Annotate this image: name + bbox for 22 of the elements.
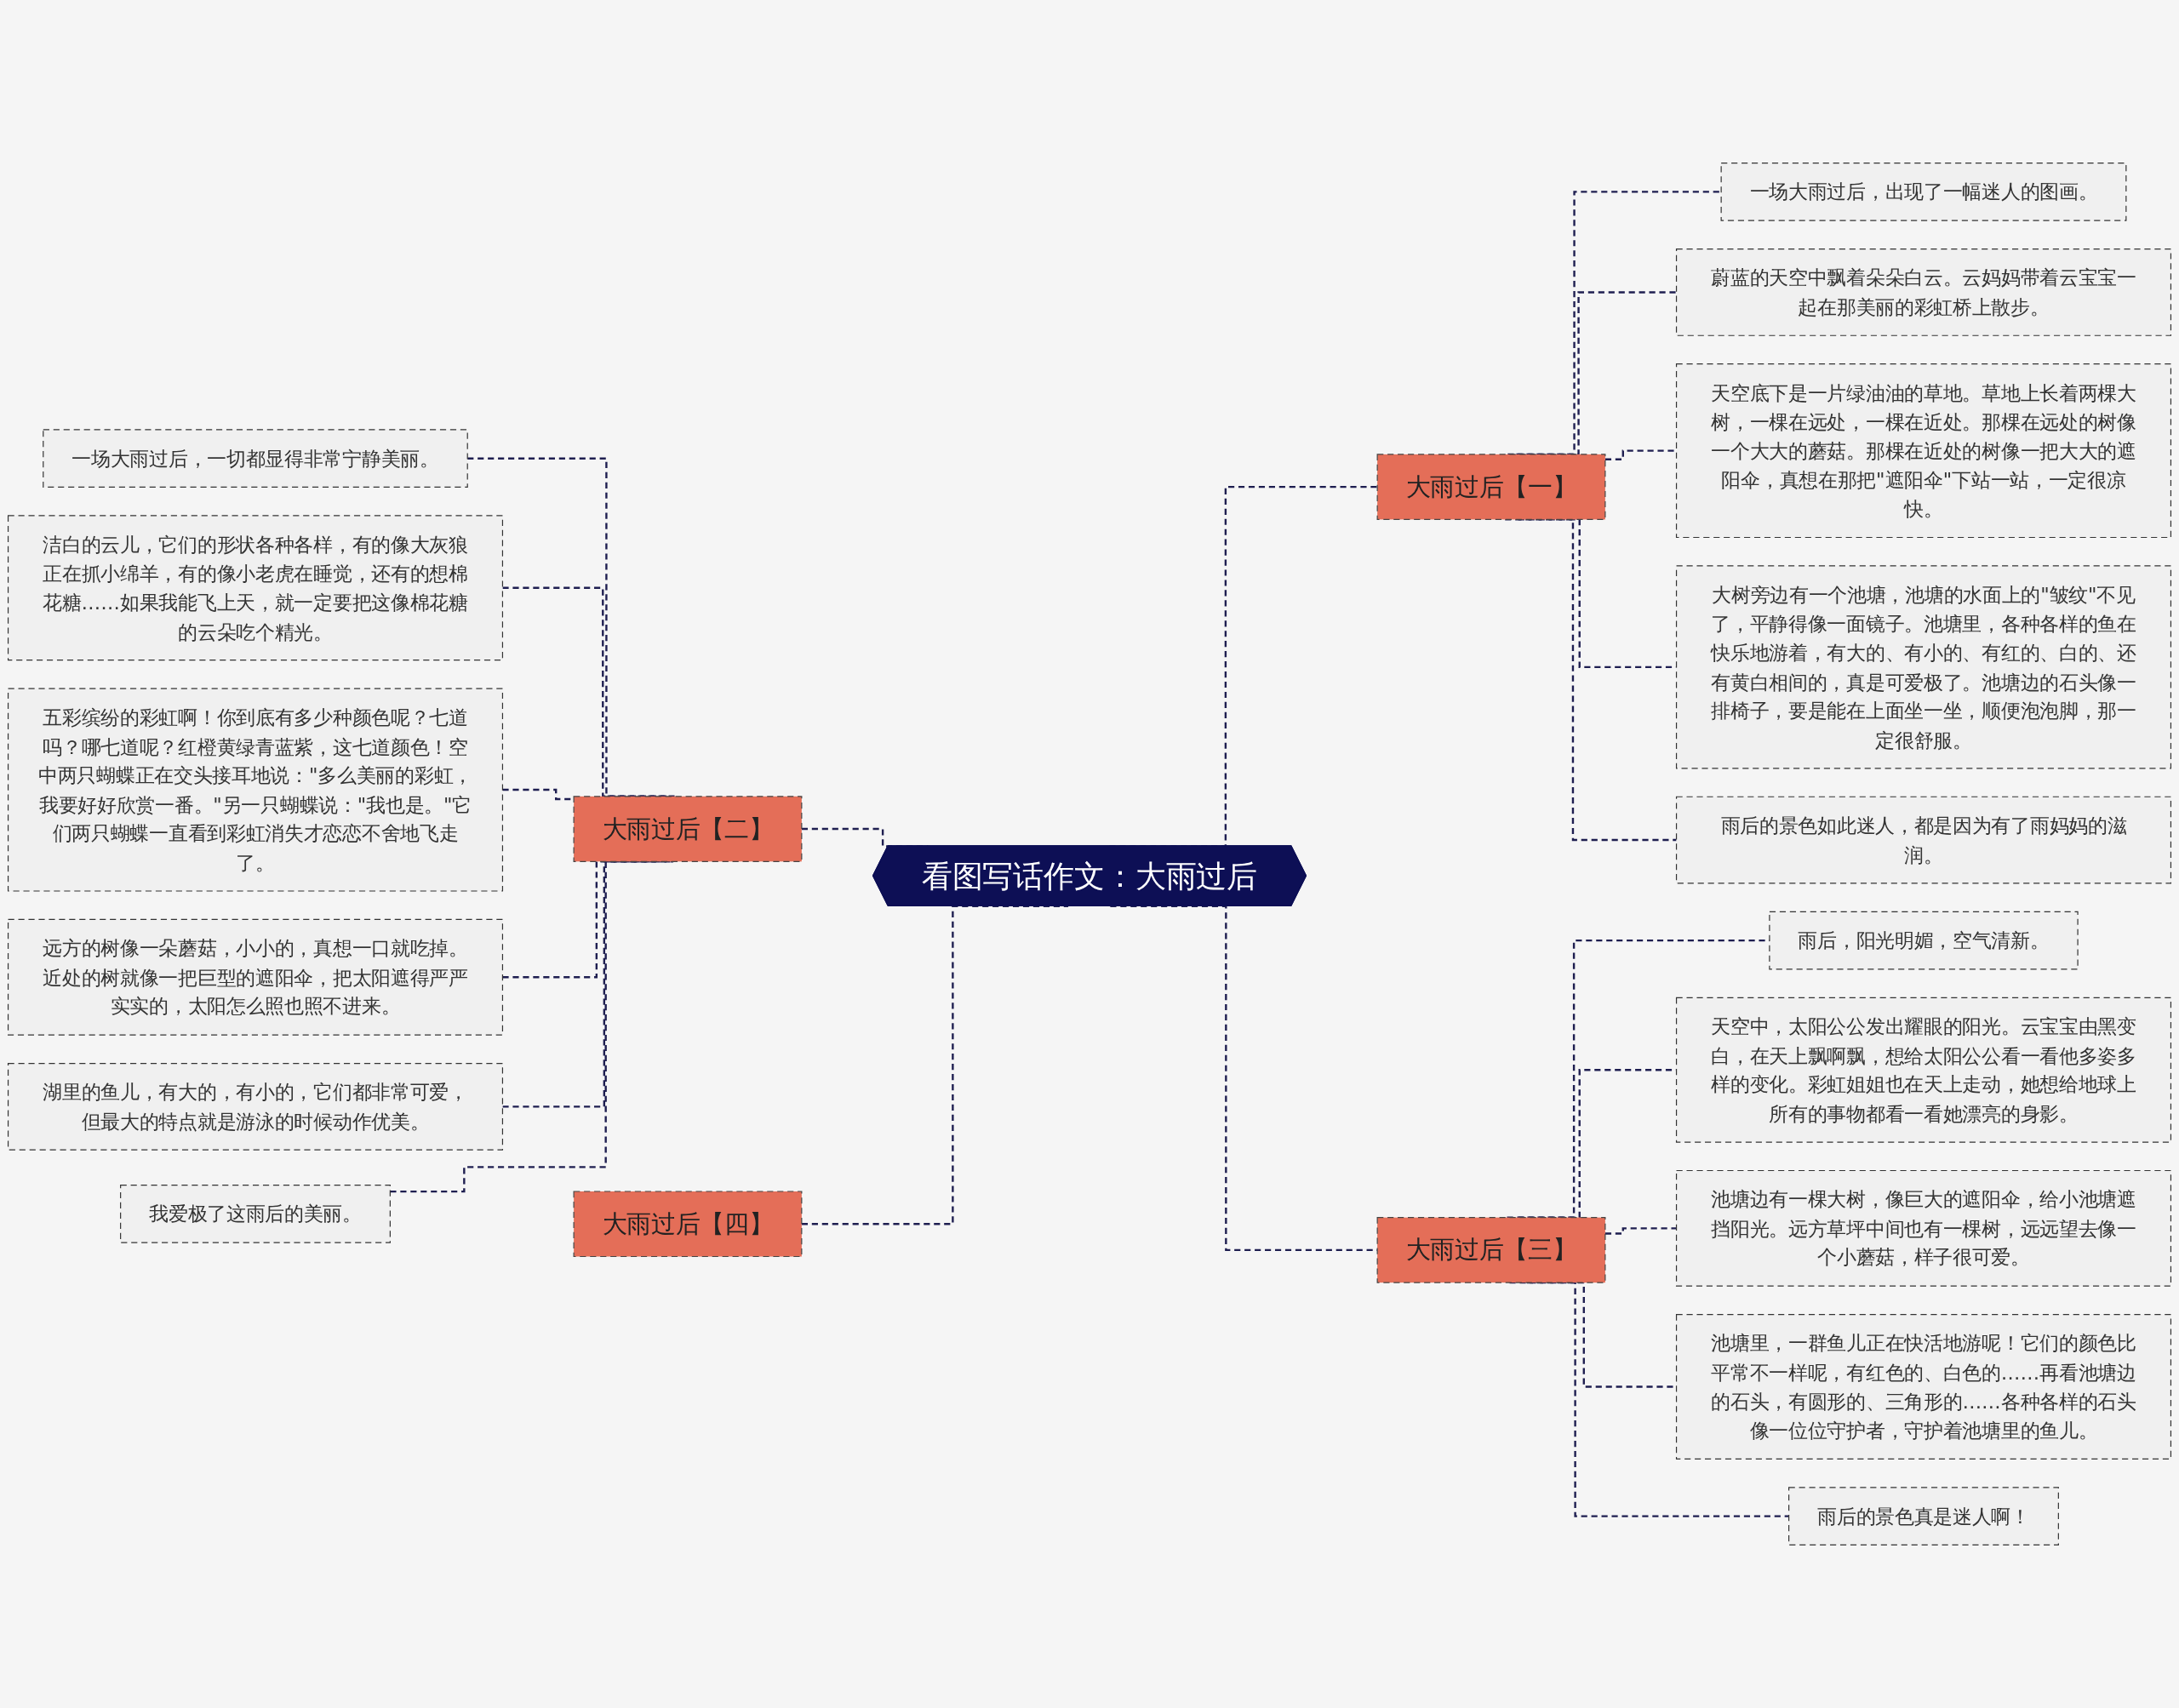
node-box: 湖里的鱼儿，有大的，有小的，它们都非常可爱，但最大的特点就是游泳的时候动作优美。 — [7, 1062, 504, 1151]
connector — [1604, 449, 1677, 460]
node-box: 五彩缤纷的彩虹啊！你到底有多少种颜色呢？七道吗？哪七道呢？红橙黄绿青蓝紫，这七道颜色！空中两只蝴蝶正在交头接耳地说："多么美丽的彩虹，我要好好欣赏一番。"另一只蝴蝶说："我也是。"它们两只蝴蝶一直看到彩虹消失才恋恋不舍地飞走了。 — [7, 688, 504, 892]
node-box: 天空中，太阳公公发出耀眼的阳光。云宝宝由黑变白，在天上飘啊飘，想给太阳公公看一看他多姿多样的变化。彩虹姐姐也在天上走动，她想给地球上所有的事物都看一看她漂亮的身影。 — [1675, 997, 2172, 1143]
node-box: 大雨过后【三】 — [1376, 1217, 1606, 1283]
node-box: 大树旁边有一个池塘，池塘的水面上的"皱纹"不见了，平静得像一面镜子。池塘里，各种各样的鱼在快乐地游着，有大的、有小的、有红的、白的、还有黄白相间的，真是可爱极了。池塘边的石头像一排椅子，要是能在上面坐一坐，顺便泡泡脚，那一定很舒服。 — [1675, 565, 2172, 769]
node-box: 我爱极了这雨后的美丽。 — [120, 1184, 391, 1243]
connector — [1604, 1227, 1677, 1235]
node-box: 天空底下是一片绿油油的草地。草地上长着两棵大树，一棵在远处，一棵在近处。那棵在远处的树像一个大大的蘑菇。那棵在近处的树像一把大大的遮阳伞，真想在那把"遮阳伞"下站一站，一定很凉快。 — [1675, 363, 2172, 539]
node-box: 远方的树像一朵蘑菇，小小的，真想一口就吃掉。近处的树就像一把巨型的遮阳伞，把太阳遮得严严实实的，太阳怎么照也照不进来。 — [7, 918, 504, 1036]
node-box: 雨后，阳光明媚，空气清新。 — [1769, 911, 2079, 970]
node-box: 一场大雨过后，出现了一幅迷人的图画。 — [1720, 163, 2127, 221]
node-box: 池塘边有一棵大树，像巨大的遮阳伞，给小池塘遮挡阳光。远方草坪中间也有一棵树，远远望去像一个小蘑菇，样子很可爱。 — [1675, 1169, 2172, 1287]
node-box: 池塘里，一群鱼儿正在快活地游呢！它们的颜色比平常不一样呢，有红色的、白色的……再看池塘边的石头，有圆形的、三角形的……各种各样的石头像一位位守护者，守护着池塘里的鱼儿。 — [1675, 1314, 2172, 1460]
node-box: 洁白的云儿，它们的形状各种各样，有的像大灰狼正在抓小绵羊，有的像小老虎在睡觉，还有的想棉花糖……如果我能飞上天，就一定要把这像棉花糖的云朵吃个精光。 — [7, 515, 504, 661]
node-box: 大雨过后【一】 — [1376, 454, 1606, 520]
node-box: 一场大雨过后，一切都显得非常宁静美丽。 — [43, 429, 468, 488]
node-box: 大雨过后【四】 — [573, 1191, 803, 1258]
node-box: 蔚蓝的天空中飘着朵朵白云。云妈妈带着云宝宝一起在那美丽的彩虹桥上散步。 — [1675, 248, 2172, 336]
node-box: 雨后的景色真是迷人啊！ — [1788, 1487, 2059, 1545]
node-box: 大雨过后【二】 — [573, 796, 803, 862]
node-box: 雨后的景色如此迷人，都是因为有了雨妈妈的滋润。 — [1675, 796, 2172, 884]
